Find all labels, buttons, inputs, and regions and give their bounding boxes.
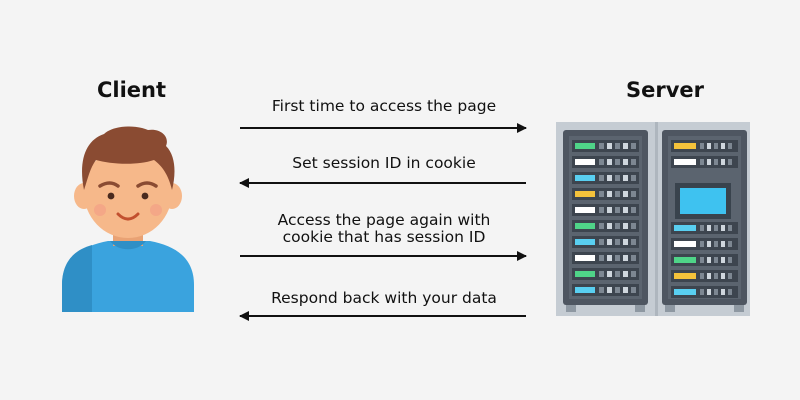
message-label-3-line-2: cookie that has session ID	[282, 228, 486, 246]
message-label-4: Respond back with your data	[271, 289, 497, 307]
message-label-3: Access the page again with cookie that h…	[238, 212, 530, 246]
server-title: Server	[626, 78, 705, 102]
client-title: Client	[97, 78, 167, 102]
message-label-2: Set session ID in cookie	[292, 154, 476, 172]
message-label-3-line-1: Access the page again with	[277, 211, 491, 229]
server-rack-icon	[556, 122, 750, 316]
message-label-1: First time to access the page	[271, 97, 497, 115]
client-person-icon	[62, 126, 194, 312]
